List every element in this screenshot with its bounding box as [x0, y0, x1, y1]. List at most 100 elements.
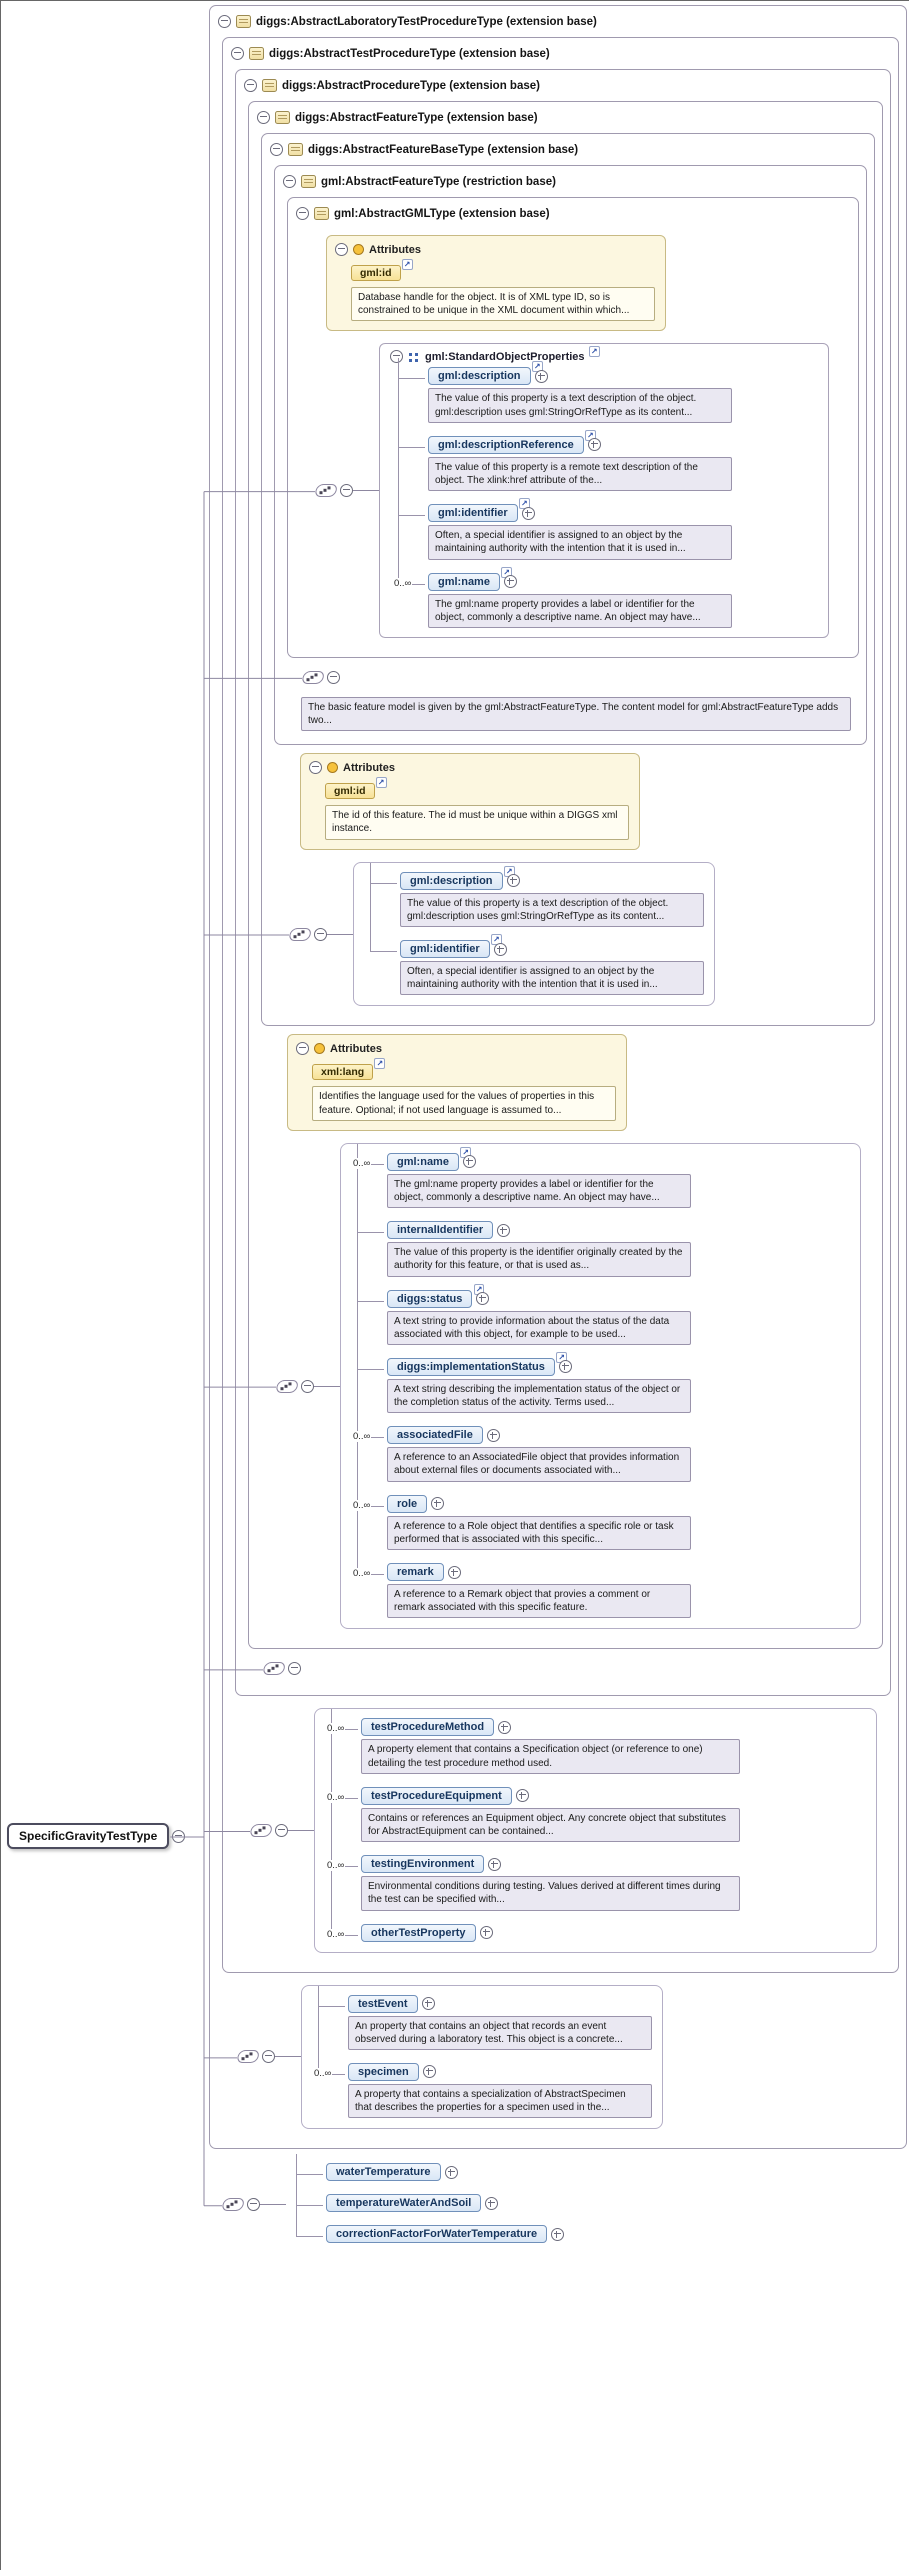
link-icon[interactable]: ↗ [375, 777, 387, 789]
element-node: 0..∞ gml:name ↗ The gml:name property pr… [388, 563, 820, 628]
expand-icon[interactable] [587, 438, 601, 452]
collapse-icon[interactable] [283, 175, 296, 188]
expand-icon[interactable] [521, 506, 535, 520]
expand-icon[interactable] [447, 1565, 461, 1579]
documentation-box: The value of this property is the identi… [387, 1242, 691, 1277]
attribute-pill-gml-id[interactable]: gml:id ↗ [325, 777, 387, 800]
collapse-icon[interactable] [296, 207, 309, 220]
collapse-icon[interactable] [218, 15, 231, 28]
element-pill[interactable]: role [387, 1494, 428, 1513]
element-pill[interactable]: testProcedureEquipment [361, 1786, 512, 1805]
collapse-icon[interactable] [262, 2050, 275, 2064]
attribute-pill-xml-lang[interactable]: xml:lang ↗ [312, 1058, 386, 1081]
type-header-abstract-feature-base[interactable]: diggs:AbstractFeatureBaseType (extension… [262, 134, 874, 159]
expand-icon[interactable] [497, 1223, 511, 1237]
link-icon[interactable]: ↗ [374, 1058, 386, 1070]
collapse-icon[interactable] [244, 79, 257, 92]
expand-icon[interactable] [503, 575, 517, 588]
sequence-icon[interactable] [260, 1661, 286, 1676]
element-pill[interactable]: gml:identifier ↗ [400, 934, 502, 958]
collapse-icon[interactable] [231, 47, 244, 60]
connector-line [327, 933, 353, 935]
element-pill[interactable]: internalIdentifier [387, 1221, 494, 1240]
collapse-icon[interactable] [309, 761, 322, 775]
expand-icon[interactable] [498, 1720, 512, 1734]
element-pill[interactable]: associatedFile [387, 1426, 483, 1445]
element-pill[interactable]: diggs:status ↗ [387, 1283, 485, 1308]
expand-icon[interactable] [551, 2227, 565, 2241]
expand-icon[interactable] [444, 2165, 458, 2179]
documentation-box: Database handle for the object. It is of… [351, 287, 655, 322]
element-pill[interactable]: remark [387, 1563, 444, 1581]
element-pill[interactable]: testingEnvironment [361, 1855, 485, 1874]
collapse-icon[interactable] [301, 1379, 314, 1393]
element-pill[interactable]: temperatureWaterAndSoil [326, 2194, 482, 2213]
type-header-abstract-procedure[interactable]: diggs:AbstractProcedureType (extension b… [236, 70, 890, 95]
collapse-icon[interactable] [172, 1829, 186, 1843]
type-header-gml-abstract-gml[interactable]: gml:AbstractGMLType (extension base) [288, 198, 858, 223]
expand-icon[interactable] [479, 1926, 493, 1939]
collapse-icon[interactable] [390, 350, 403, 364]
element-pill[interactable]: diggs:implementationStatus ↗ [387, 1351, 567, 1376]
expand-icon[interactable] [421, 1997, 435, 2010]
type-header-diggs-abstract-feature[interactable]: diggs:AbstractFeatureType (extension bas… [249, 102, 882, 127]
sequence-icon[interactable] [299, 670, 325, 685]
type-header-abstract-laboratory-test-procedure[interactable]: diggs:AbstractLaboratoryTestProcedureTyp… [210, 6, 906, 31]
collapse-icon[interactable] [270, 143, 283, 156]
link-icon[interactable]: ↗ [401, 259, 413, 270]
attributes-section: Attributes gml:id ↗ [300, 753, 640, 850]
collapse-icon[interactable] [335, 243, 348, 256]
expand-icon[interactable] [486, 1428, 500, 1442]
attributes-header[interactable]: Attributes [296, 1042, 616, 1056]
collapse-icon[interactable] [327, 670, 340, 684]
element-pill[interactable]: waterTemperature [326, 2163, 441, 2182]
attribute-pill-gml-id[interactable]: gml:id ↗ [351, 259, 413, 281]
sequence-icon[interactable] [219, 2197, 245, 2212]
expand-icon[interactable] [488, 1857, 502, 1871]
documentation-box: Environmental conditions during testing.… [361, 1876, 740, 1911]
element-pill[interactable]: gml:description ↗ [428, 361, 543, 386]
element-pill[interactable]: gml:name ↗ [428, 566, 512, 591]
sequence-icon[interactable] [312, 483, 338, 498]
collapse-icon[interactable] [257, 111, 270, 124]
element-pill[interactable]: gml:name ↗ [387, 1146, 471, 1171]
element-specificgravitytesttype[interactable]: SpecificGravityTestType [7, 1823, 170, 1849]
element-pill[interactable]: testEvent [348, 1994, 418, 2013]
attributes-section: Attributes xml:lang ↗ [287, 1034, 627, 1131]
expand-icon[interactable] [485, 2196, 499, 2210]
element-pill[interactable]: gml:description ↗ [400, 865, 515, 890]
expand-icon[interactable] [422, 2065, 436, 2079]
collapse-icon[interactable] [247, 2198, 260, 2212]
sequence-icon[interactable] [234, 2049, 260, 2064]
complextype-icon [301, 175, 316, 188]
collapse-icon[interactable] [275, 1823, 288, 1837]
collapse-icon[interactable] [288, 1662, 301, 1676]
attributes-header[interactable]: Attributes [335, 243, 655, 256]
expand-icon[interactable] [431, 1497, 445, 1511]
element-pill[interactable]: gml:identifier ↗ [428, 498, 530, 523]
expand-icon[interactable] [558, 1360, 572, 1374]
attributes-header[interactable]: Attributes [309, 761, 629, 775]
expand-icon[interactable] [534, 369, 548, 383]
sequence-icon[interactable] [286, 927, 312, 942]
collapse-icon[interactable] [340, 484, 353, 498]
collapse-icon[interactable] [314, 927, 327, 941]
expand-icon[interactable] [462, 1155, 476, 1169]
expand-icon[interactable] [493, 942, 507, 956]
link-icon[interactable]: ↗ [588, 345, 600, 357]
connector-line [288, 1829, 314, 1831]
element-pill[interactable]: gml:descriptionReference ↗ [428, 429, 596, 454]
expand-icon[interactable] [515, 1789, 529, 1803]
expand-icon[interactable] [476, 1292, 490, 1305]
expand-icon[interactable] [506, 874, 520, 888]
collapse-icon[interactable] [296, 1042, 309, 1056]
sequence-icon[interactable] [273, 1379, 299, 1394]
type-header-gml-abstract-feature[interactable]: gml:AbstractFeatureType (restriction bas… [275, 166, 866, 191]
element-pill[interactable]: correctionFactorForWaterTemperature [326, 2225, 548, 2244]
element-pill[interactable]: testProcedureMethod [361, 1718, 495, 1737]
sequence-icon[interactable] [247, 1823, 273, 1838]
group-header[interactable]: gml:StandardObjectProperties ↗ [388, 345, 820, 364]
element-pill[interactable]: otherTestProperty [361, 1923, 476, 1942]
element-pill[interactable]: specimen [348, 2062, 419, 2081]
type-header-abstract-test-procedure[interactable]: diggs:AbstractTestProcedureType (extensi… [223, 38, 898, 63]
